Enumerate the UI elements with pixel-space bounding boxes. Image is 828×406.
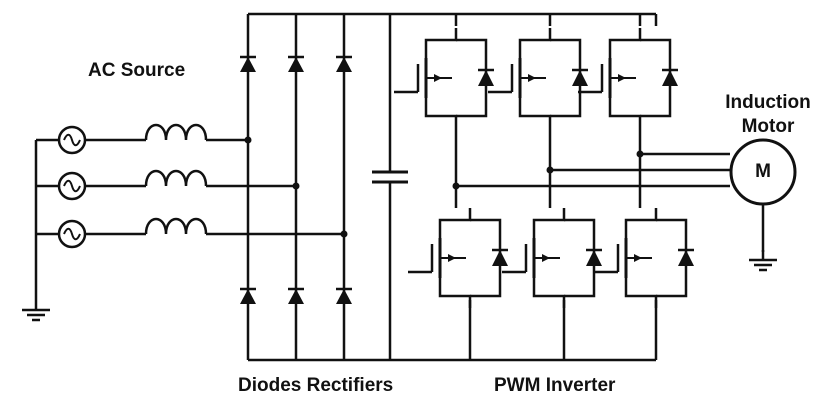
- diode-icon-bottom-1: [238, 287, 258, 306]
- ac-source-label: AC Source: [88, 60, 186, 81]
- inductor-icon-2: [144, 169, 208, 188]
- induction-motor-label-line1: Induction: [725, 92, 811, 113]
- diode-icon-top-2: [286, 55, 306, 74]
- motor-icon: [729, 138, 797, 206]
- diode-icon-bottom-2: [286, 287, 306, 306]
- diode-icon-bottom-3: [334, 287, 354, 306]
- inductor-icon-3: [144, 217, 208, 236]
- ac-source-icon-2: [57, 171, 87, 201]
- ground-icon-motor: [747, 248, 779, 272]
- igbt-icon-upper-1: [392, 26, 496, 130]
- pwm-inverter-label: PWM Inverter: [494, 375, 616, 396]
- induction-motor-label-line2: Motor: [741, 116, 795, 137]
- ac-source-icon-1: [57, 125, 87, 155]
- motor-symbol-label: M: [755, 161, 771, 182]
- diodes-rectifiers-label: Diodes Rectifiers: [238, 375, 394, 396]
- diode-icon-top-1: [238, 55, 258, 74]
- ground-icon-source: [20, 298, 52, 322]
- inductor-icon-1: [144, 123, 208, 142]
- igbt-icon-upper-3: [576, 26, 680, 130]
- igbt-icon-lower-1: [406, 206, 510, 310]
- diode-icon-top-3: [334, 55, 354, 74]
- ac-source-icon-3: [57, 219, 87, 249]
- igbt-icon-lower-2: [500, 206, 604, 310]
- igbt-icon-lower-3: [592, 206, 696, 310]
- igbt-icon-upper-2: [486, 26, 590, 130]
